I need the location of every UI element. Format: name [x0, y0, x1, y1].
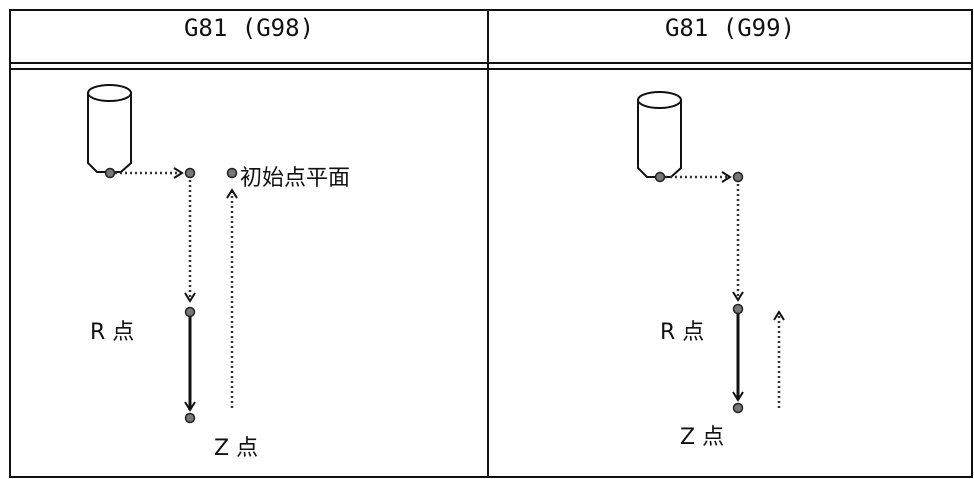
- header-g99: G81 (G99): [664, 14, 796, 42]
- right-r-point-label: R 点: [660, 320, 705, 345]
- right-dotted-rapid-paths: [660, 171, 785, 408]
- left-points: [104, 167, 238, 424]
- left-tool-icon: [87, 84, 132, 173]
- right-points: [654, 171, 744, 414]
- initial-plane-label: 初始点平面: [240, 166, 351, 191]
- right-z-point-label: Z 点: [680, 425, 725, 450]
- header-g98: G81 (G98): [183, 14, 315, 42]
- left-z-point-label: Z 点: [214, 436, 259, 461]
- right-tool-icon: [637, 91, 682, 178]
- left-dotted-rapid-paths: [110, 167, 238, 408]
- table-borders: [9, 9, 973, 478]
- left-r-point-label: R 点: [90, 320, 135, 345]
